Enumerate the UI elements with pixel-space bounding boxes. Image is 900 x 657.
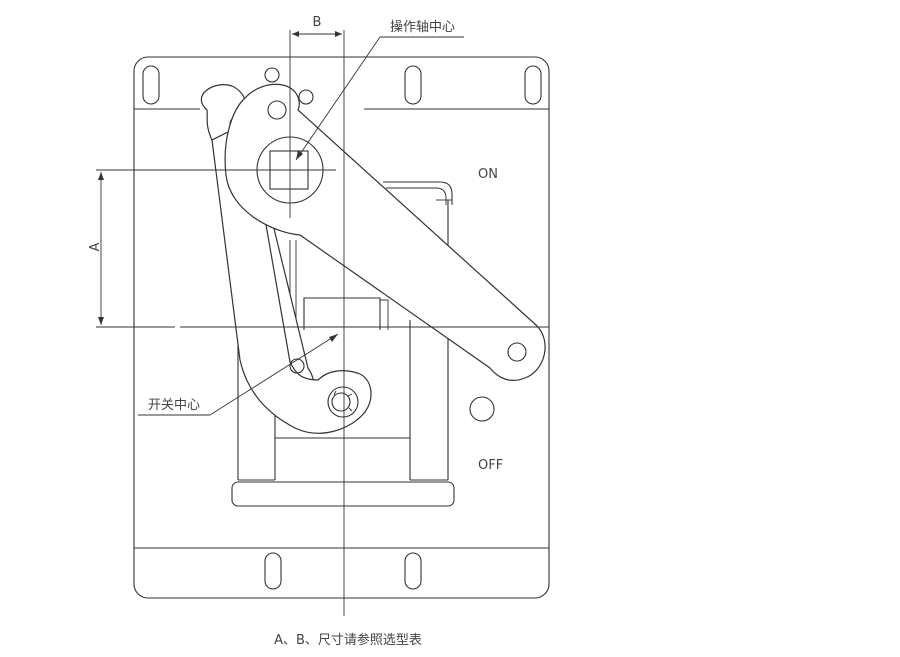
dimension-lines <box>96 30 549 616</box>
dimension-a-label: A <box>88 242 103 251</box>
switch-center-label: 开关中心 <box>148 398 200 413</box>
mounting-slot <box>142 65 160 105</box>
mounting-slot <box>264 552 282 590</box>
off-position-label: OFF <box>478 458 503 473</box>
dimension-b-label: B <box>313 15 322 30</box>
leader-lines <box>138 36 464 416</box>
mounting-slot <box>404 552 422 590</box>
on-position-label: ON <box>478 167 498 182</box>
footnote: A、B、尺寸请参照选型表 <box>274 632 422 648</box>
shaft-center-label: 操作轴中心 <box>390 19 455 35</box>
mounting-slot <box>404 65 422 105</box>
mounting-slot <box>524 65 542 105</box>
